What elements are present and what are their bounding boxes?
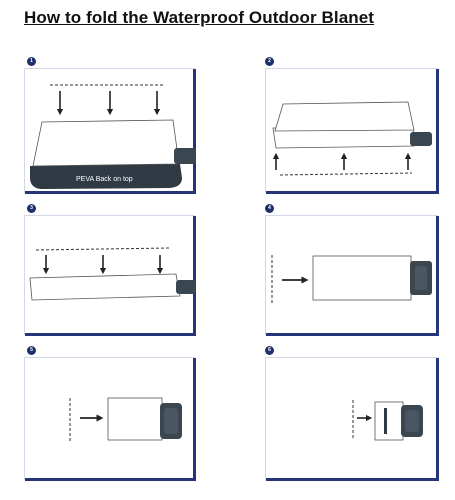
folded-blanket — [312, 255, 412, 301]
blanket-fold — [274, 101, 415, 132]
folded-blanket — [374, 401, 404, 441]
page-title: How to fold the Waterproof Outdoor Blane… — [24, 8, 375, 27]
strap-icon — [176, 280, 196, 294]
step-badge-3: 3 — [27, 204, 36, 213]
folded-blanket — [107, 397, 163, 441]
blanket-top — [32, 119, 180, 167]
peva-backing — [30, 164, 182, 189]
step-badge-5: 5 — [27, 346, 36, 355]
strap-inner — [405, 410, 419, 432]
step-badge-2: 2 — [265, 57, 274, 66]
step-4-illustration — [271, 255, 432, 303]
strap-inner — [164, 408, 178, 434]
strap-inner — [415, 266, 427, 290]
step-badge-6: 6 — [265, 346, 274, 355]
step-6-illustration — [352, 400, 423, 441]
fold-line — [35, 247, 171, 251]
peva-label: PEVA Back on top — [76, 176, 133, 183]
fold-line — [279, 172, 413, 176]
strap-band — [384, 408, 387, 434]
step-3-illustration — [29, 247, 196, 301]
strap-icon — [174, 148, 196, 164]
step-badge-4: 4 — [265, 204, 274, 213]
strap-icon — [410, 132, 432, 146]
step-5-illustration — [69, 397, 182, 442]
step-badge-1: 1 — [27, 57, 36, 66]
blanket-strip — [29, 273, 181, 301]
step-1-illustration: PEVA Back on top — [30, 84, 196, 189]
step-2-illustration — [272, 101, 432, 176]
